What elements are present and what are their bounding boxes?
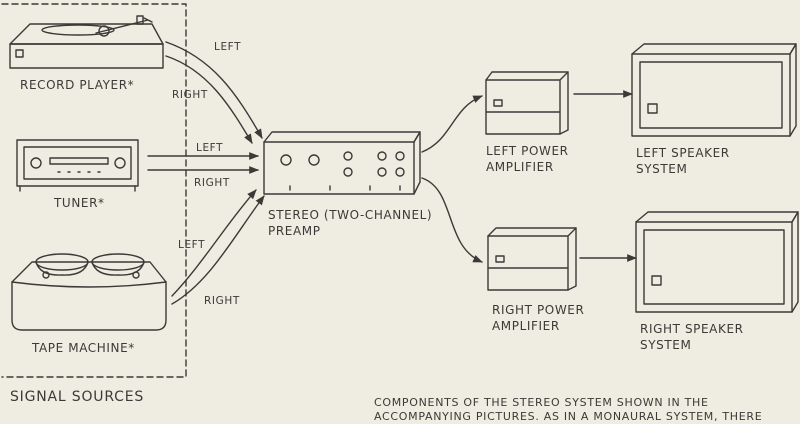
left-speaker-label-line1: LEFT SPEAKER [636,146,730,160]
tape-left-arrow [171,189,257,297]
right-amp-label-line2: AMPLIFIER [492,319,560,333]
record-right-label: RIGHT [172,89,208,101]
preamp-to-right-amp-arrow [421,177,483,263]
preamp-to-left-amp-arrow [421,95,483,153]
record-right-arrow [165,55,253,144]
tuner-right-label: RIGHT [194,177,230,189]
tape-machine-icon [11,253,167,331]
right-power-amplifier-icon [487,227,577,291]
caption-line1: COMPONENTS OF THE STEREO SYSTEM SHOWN IN… [374,396,709,409]
right-speaker-label-line1: RIGHT SPEAKER [640,322,744,336]
tape-right-label: RIGHT [204,295,240,307]
right-speaker-icon [635,211,799,313]
tape-right-arrow [171,195,265,305]
record-player-label: RECORD PLAYER* [20,78,135,92]
signal-sources-label: SIGNAL SOURCES [10,389,145,405]
record-left-label: LEFT [214,41,242,53]
signal-sources-boundary [1,3,187,378]
left-speaker-icon [631,43,797,137]
preamp-label-line2: PREAMP [268,224,321,238]
record-left-arrow [165,41,263,139]
tape-machine-label: TAPE MACHINE* [32,341,135,355]
left-amp-label-line2: AMPLIFIER [486,160,554,174]
left-speaker-label-line2: SYSTEM [636,162,688,176]
preamp-label-line1: STEREO (TWO-CHANNEL) [268,208,433,222]
tuner-icon [16,139,139,192]
right-amp-label-line1: RIGHT POWER [492,303,585,317]
right-speaker-label-line2: SYSTEM [640,338,692,352]
left-amp-label-line1: LEFT POWER [486,144,569,158]
tape-left-label: LEFT [178,239,206,251]
caption-line2: ACCOMPANYING PICTURES. AS IN A MONAURAL … [374,410,763,423]
tuner-left-label: LEFT [196,142,224,154]
tuner-label: TUNER* [54,196,105,210]
left-power-amplifier-icon [485,71,569,135]
record-player-icon [9,15,164,69]
preamp-icon [263,131,421,195]
